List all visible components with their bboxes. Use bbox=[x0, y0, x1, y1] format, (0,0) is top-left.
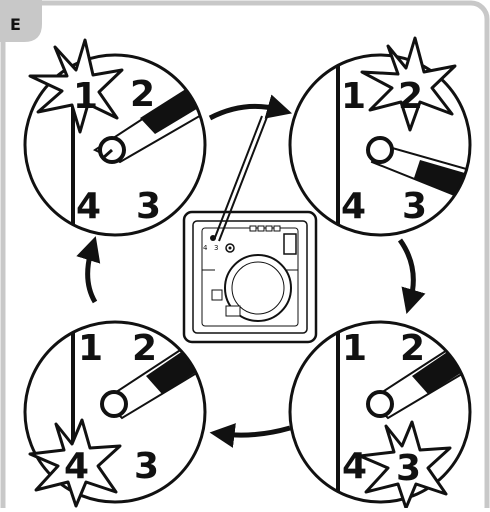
button-number-2: 2 bbox=[132, 328, 157, 369]
button-number-4: 4 bbox=[64, 446, 89, 487]
button-number-2: 2 bbox=[130, 74, 155, 115]
arrow-icon bbox=[209, 423, 291, 448]
stylus-icon bbox=[213, 115, 263, 241]
push-button-icon bbox=[366, 136, 394, 164]
push-button-icon bbox=[366, 390, 394, 418]
arrow-icon bbox=[208, 94, 293, 121]
push-button-icon bbox=[100, 390, 128, 418]
button-number-3: 3 bbox=[396, 448, 421, 489]
panel-label: E bbox=[10, 15, 21, 34]
step-circle-top-right: 1 2 3 4 bbox=[288, 36, 472, 237]
button-number-4: 4 bbox=[342, 446, 367, 487]
arrow-icon bbox=[397, 238, 426, 314]
button-number-3: 3 bbox=[134, 446, 159, 487]
panel-badge: E bbox=[0, 0, 42, 42]
button-number-1: 1 bbox=[341, 76, 366, 117]
button-number-2: 2 bbox=[398, 76, 423, 117]
starburst-icon bbox=[28, 418, 122, 508]
arrow-icon bbox=[76, 236, 101, 304]
device-label-3: 3 bbox=[214, 244, 218, 252]
button-number-2: 2 bbox=[400, 328, 425, 369]
starburst-icon bbox=[360, 36, 457, 132]
button-number-1: 1 bbox=[73, 76, 98, 117]
button-number-4: 4 bbox=[341, 186, 366, 227]
starburst-icon bbox=[28, 38, 124, 134]
connector-pins bbox=[249, 225, 281, 232]
device-illustration: 4 3 bbox=[182, 115, 318, 344]
button-number-3: 3 bbox=[402, 186, 427, 227]
button-number-3: 3 bbox=[136, 186, 161, 227]
starburst-icon bbox=[358, 420, 452, 510]
button-number-4: 4 bbox=[76, 186, 101, 227]
device-label-4: 4 bbox=[203, 244, 208, 252]
step-circle-top-left: 1 2 3 4 bbox=[23, 38, 207, 237]
button-number-1: 1 bbox=[78, 328, 103, 369]
button-number-1: 1 bbox=[342, 328, 367, 369]
